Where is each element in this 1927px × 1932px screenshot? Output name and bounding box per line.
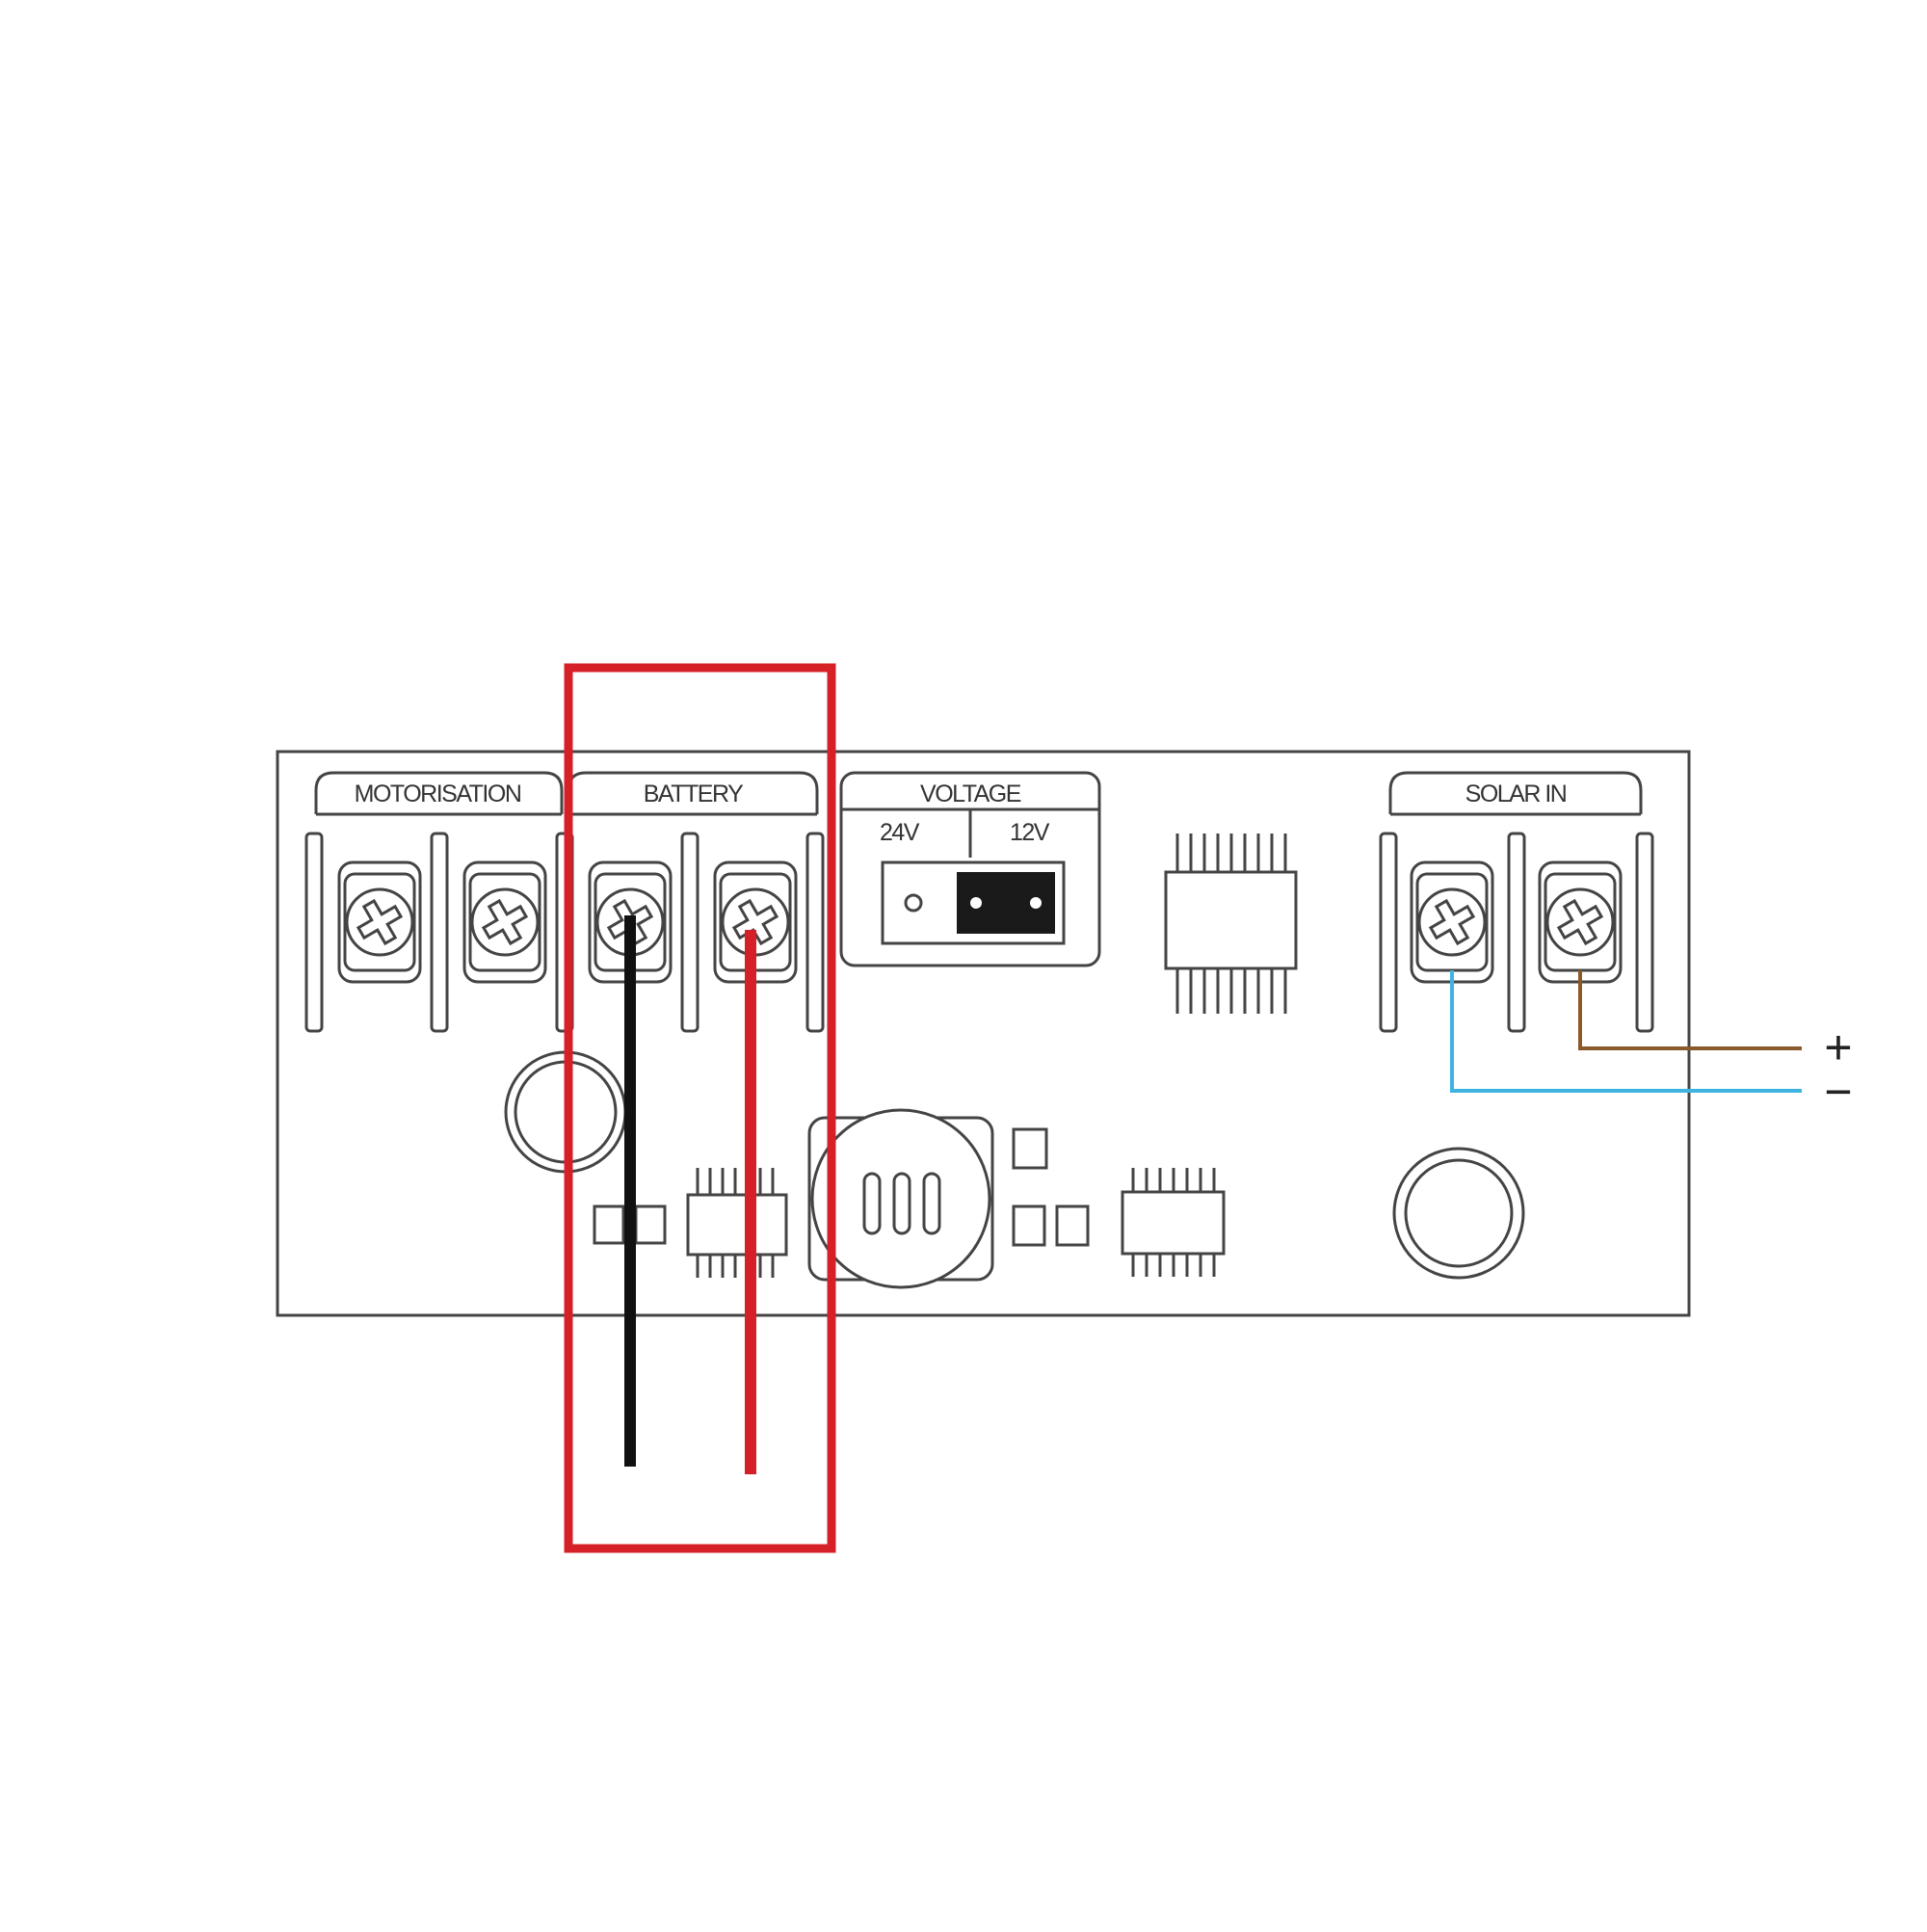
solar-in-label-tab: SOLAR IN [1388, 771, 1643, 816]
voltage-selector: VOLTAGE 24V 12V [839, 771, 1101, 967]
capacitor-icon [807, 1108, 994, 1289]
solar-in-label: SOLAR IN [1465, 781, 1567, 807]
terminal-screw-icon [1410, 860, 1494, 984]
terminal-screw-icon [1538, 860, 1623, 984]
solar-negative-symbol: − [1824, 1065, 1852, 1119]
terminal-block-right [1379, 832, 1654, 1033]
motorisation-label: MOTORISATION [355, 781, 521, 807]
battery-highlight-box [564, 663, 836, 1553]
solar-negative-wire [1450, 970, 1802, 1093]
solar-positive-symbol: + [1824, 1020, 1852, 1074]
terminal-screw-icon [462, 860, 547, 984]
voltage-label: VOLTAGE [920, 781, 1021, 807]
battery-label-tab: BATTERY [567, 771, 819, 816]
battery-label: BATTERY [644, 781, 744, 807]
voltage-24v-label: 24V [880, 819, 920, 846]
terminal-screw-icon [713, 860, 798, 984]
smd-pads-middle [1012, 1127, 1090, 1247]
motorisation-label-tab: MOTORISATION [314, 771, 564, 816]
chip-icon [1164, 834, 1298, 1014]
ring-component [1392, 1147, 1525, 1280]
solar-positive-wire [1578, 970, 1802, 1050]
terminal-screw-icon [337, 860, 422, 984]
chip-icon [1121, 1168, 1226, 1277]
voltage-12v-label: 12V [1010, 819, 1050, 846]
